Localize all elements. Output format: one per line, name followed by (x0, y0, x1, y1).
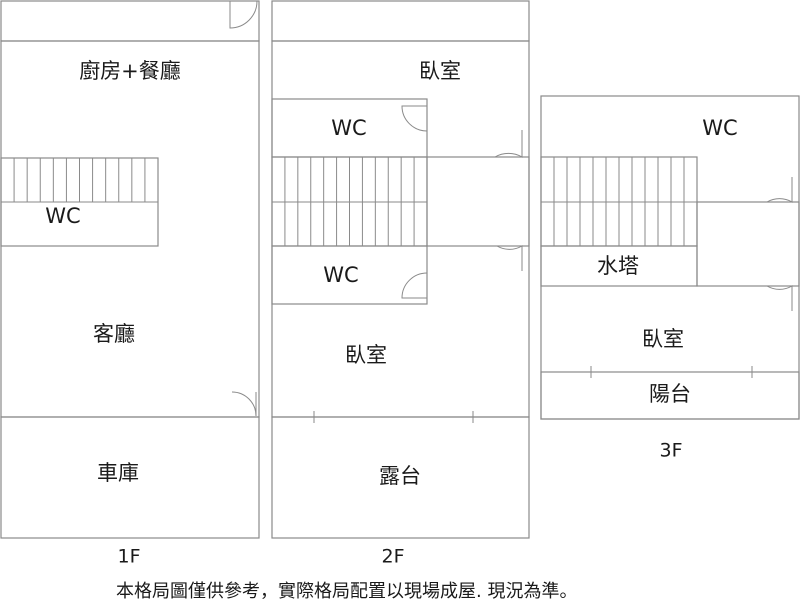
3f-landing (696, 201, 800, 287)
3f-balcony-room (540, 371, 800, 420)
1f-staircase (0, 157, 159, 247)
2f-bedroom-top-door-icon (494, 130, 523, 158)
2f-terrace-area (271, 416, 530, 539)
disclaimer-note: 本格局圖僅供參考，實際格局配置以現場成屋. 現況為準。 (116, 581, 577, 602)
2f-bedroom-bottom-door-icon (496, 245, 523, 271)
1f-top-shaded-strip (0, 0, 260, 42)
floor-3f: WC 水塔 臥室 陽台 (540, 95, 800, 420)
3f-roof-area (540, 95, 800, 420)
3f-wc-door-icon (766, 177, 793, 203)
1f-living-room-label: 客廳 (93, 322, 135, 346)
2f-top-shaded-strip (271, 0, 530, 42)
1f-kitchen-dining-label: 廚房+餐廳 (79, 59, 181, 83)
1f-top-door-icon (229, 0, 258, 29)
3f-wc-label: WC (702, 116, 737, 140)
2f-wc-top-label: WC (331, 116, 366, 140)
3f-water-tower-room (540, 245, 698, 287)
3f-staircase (540, 156, 799, 247)
3f-water-tower-label: 水塔 (597, 254, 639, 278)
2f-wc-bottom-label: WC (323, 263, 358, 287)
floor-1f: 廚房+餐廳 WC 客廳 車庫 (0, 0, 260, 539)
floor-label-1f: 1F (117, 546, 140, 568)
1f-main-area (0, 40, 260, 418)
floor-label-2f: 2F (381, 546, 404, 568)
1f-living-door-icon (231, 391, 257, 417)
floor-2f: 臥室 WC WC 臥室 露台 (271, 0, 530, 539)
1f-garage-area (0, 416, 260, 539)
2f-wc-bottom-door-icon (401, 272, 428, 299)
floor-label-3f: 3F (659, 440, 682, 462)
2f-staircase (271, 156, 530, 247)
2f-terrace-label: 露台 (379, 464, 421, 488)
3f-balcony-label: 陽台 (649, 382, 691, 406)
2f-bedroom-top-label: 臥室 (419, 59, 461, 83)
2f-wc-top-door-icon (401, 105, 428, 132)
1f-garage-label: 車庫 (97, 461, 139, 485)
3f-bedroom-label: 臥室 (642, 327, 684, 351)
3f-bedroom-door-icon (766, 285, 793, 311)
2f-landing-bridge (426, 156, 530, 247)
1f-wc-label: WC (45, 204, 80, 228)
2f-bedroom-bottom-label: 臥室 (345, 343, 387, 367)
